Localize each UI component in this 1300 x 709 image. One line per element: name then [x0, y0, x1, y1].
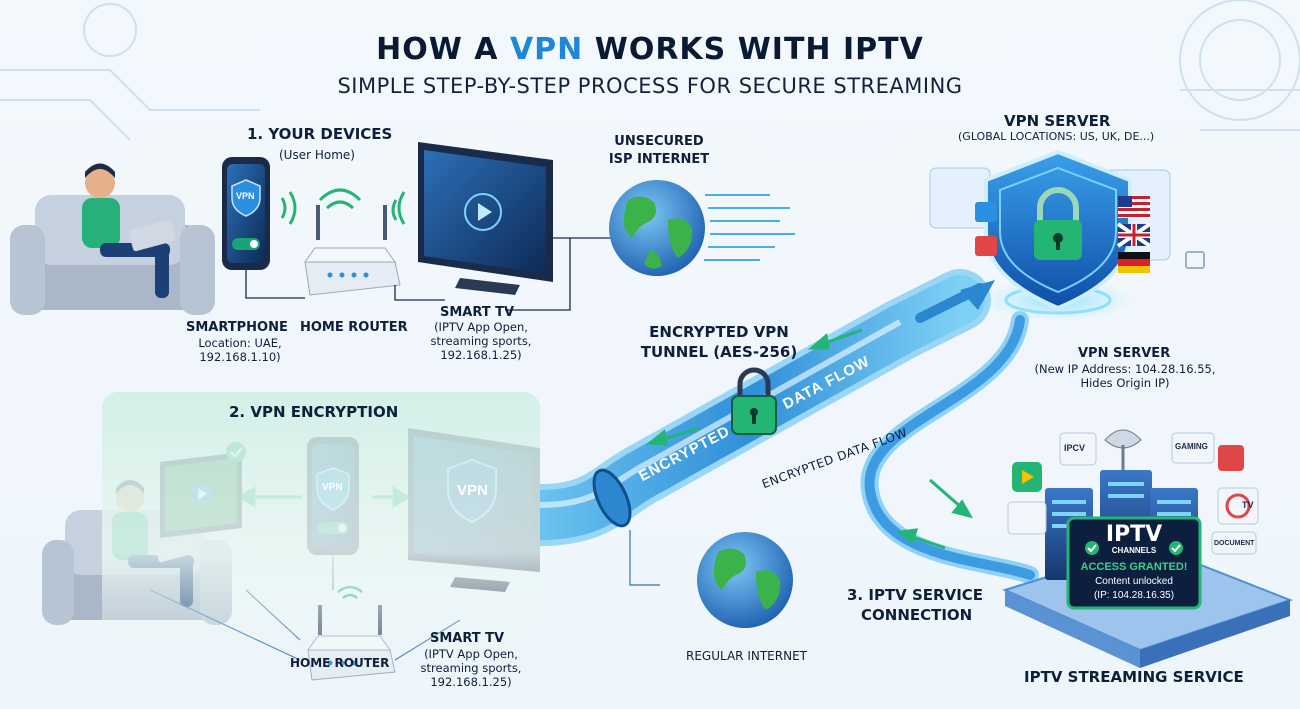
page-subtitle: SIMPLE STEP-BY-STEP PROCESS FOR SECURE S…	[337, 74, 963, 98]
step1-title: 1. YOUR DEVICES	[247, 125, 393, 143]
iptv-service-label: IPTV STREAMING SERVICE	[1024, 668, 1244, 686]
smartphone-1	[222, 157, 270, 270]
isp-globe	[609, 180, 705, 276]
person-on-sofa-1	[10, 163, 215, 315]
vpn-server-locations: (GLOBAL LOCATIONS: US, UK, DE...)	[958, 130, 1155, 143]
content-unlocked-label: Content unlocked	[1095, 576, 1173, 587]
smartphone-info: Location: UAE,192.168.1.10)	[198, 336, 282, 364]
vpn-server-info-title: VPN SERVER	[1078, 346, 1171, 361]
circuit-decoration	[0, 0, 1300, 141]
step2-title: 2. VPN ENCRYPTION	[229, 403, 399, 421]
step1-caption: (User Home)	[279, 148, 355, 162]
iptv-server-platform	[1002, 429, 1293, 668]
iptv-channels-label: CHANNELS	[1111, 546, 1157, 555]
iptv-big-label: IPTV	[1105, 522, 1163, 547]
tile-tv: TV	[1242, 500, 1254, 510]
wifi-waves-1	[280, 188, 406, 225]
vpn-server-shield	[929, 149, 1205, 322]
smartphone-title: SMARTPHONE	[186, 320, 288, 335]
vpn-server-info: (New IP Address: 104.28.16.55,Hides Orig…	[1034, 362, 1216, 390]
smart-tv-info-2: (IPTV App Open,streaming sports,192.168.…	[420, 647, 522, 689]
router-title-2: HOME ROUTER	[290, 656, 390, 670]
tile-iptv: IPCV	[1064, 443, 1086, 453]
access-granted-label: ACCESS GRANTED!	[1080, 561, 1188, 573]
page-title: HOW A VPN WORKS WITH IPTV	[376, 32, 924, 67]
isp-data-lines	[704, 194, 795, 261]
vpn-encryption-panel	[102, 392, 540, 682]
router-title-1: HOME ROUTER	[300, 320, 408, 335]
phone-vpn-label-1: VPN	[236, 191, 255, 201]
iptv-ip-label: (IP: 104.28.16.35)	[1093, 590, 1175, 601]
regular-globe	[697, 532, 793, 628]
smart-tv-info-1: (IPTV App Open,streaming sports,192.168.…	[430, 320, 532, 362]
encrypted-tunnel-pipe	[509, 269, 995, 546]
tile-document: DOCUMENT	[1214, 540, 1255, 547]
smart-tv-1	[418, 142, 553, 295]
tile-gaming: GAMING	[1175, 442, 1208, 451]
smart-tv-title-2: SMART TV	[430, 631, 505, 646]
tunnel-padlock	[731, 367, 777, 435]
phone-vpn-label-2: VPN	[322, 482, 343, 493]
tv-vpn-label-2: VPN	[457, 482, 488, 499]
regular-internet-label: REGULAR INTERNET	[686, 649, 807, 663]
router-1	[304, 205, 401, 296]
connector-lines-1	[245, 237, 620, 311]
return-path	[860, 311, 1039, 584]
vpn-server-title: VPN SERVER	[1004, 112, 1111, 130]
smart-tv-title-1: SMART TV	[440, 305, 515, 320]
